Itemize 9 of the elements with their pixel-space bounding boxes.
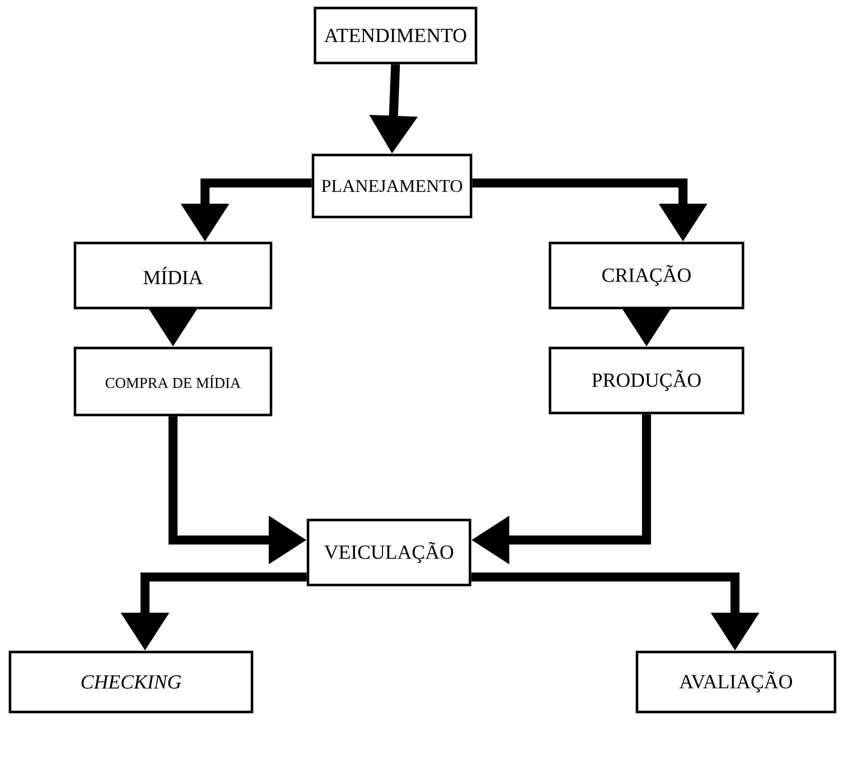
process-box: PRODUÇÃO bbox=[548, 346, 744, 414]
process-box: MÍDIA bbox=[74, 242, 272, 310]
process-box: ATENDIMENTO bbox=[314, 6, 478, 64]
process-box: COMPRA DE MÍDIA bbox=[74, 346, 272, 416]
process-box: VEICULAÇÃO bbox=[306, 518, 472, 586]
process-box: CRIAÇÃO bbox=[548, 242, 744, 310]
process-box: CHECKING bbox=[8, 650, 254, 714]
process-box: PLANEJAMENTO bbox=[312, 154, 472, 218]
process-box: AVALIAÇÃO bbox=[636, 650, 836, 714]
